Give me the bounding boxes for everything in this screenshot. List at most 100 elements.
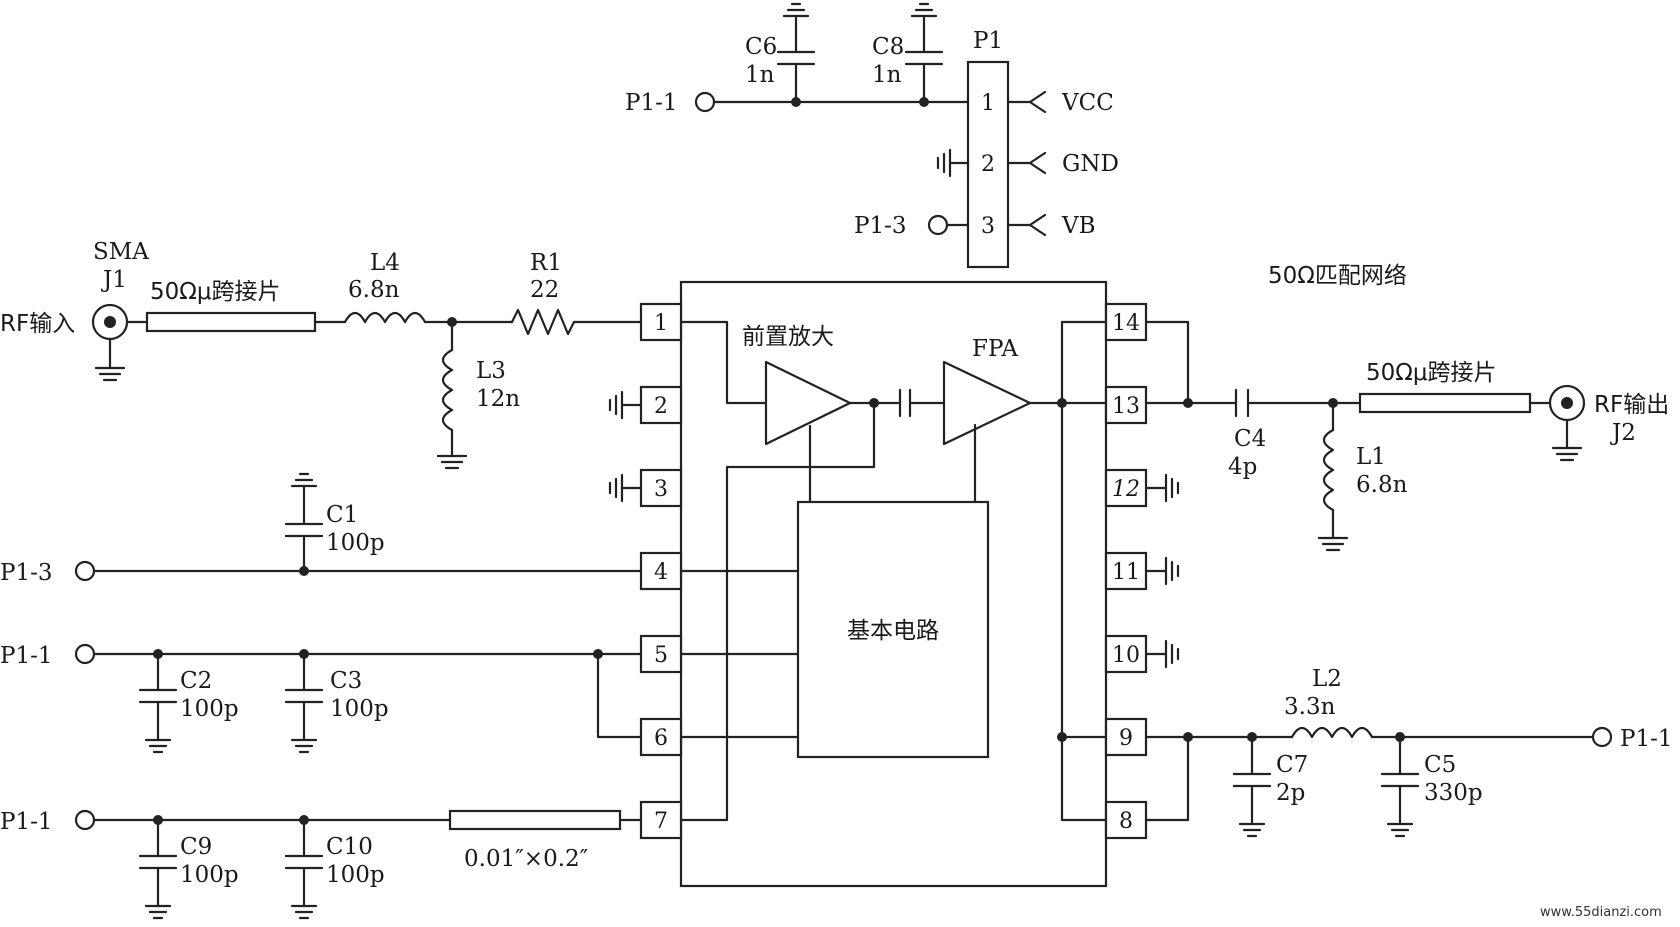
svg-text:13: 13 (1112, 394, 1140, 419)
connector-p1: P1 1 2 3 VCC GND VB P1-1 P1-3 P1-1 C6 1n (625, 2, 1119, 269)
pin7-supply: P1-1 0.01″×0.2″ C9 100p C10 100p (0, 809, 643, 920)
c2-label: C2 (180, 668, 212, 694)
strip-in-label: 50Ωμ跨接片 (150, 279, 280, 305)
resistor-r1 (510, 308, 576, 336)
l3-value: 12n (476, 386, 520, 412)
p1-3-left-label: P1-3 (0, 560, 53, 586)
ic-pin-1 (639, 302, 683, 342)
ground-icon (1144, 473, 1180, 503)
ground-icon (936, 148, 970, 178)
p1-1-left-a-label: P1-1 (0, 643, 53, 669)
c8-label: C8 (872, 34, 904, 60)
svg-text:11: 11 (1112, 560, 1140, 585)
capacitor-c4 (1234, 388, 1250, 418)
output-bias-network: L2 3.3n P1-1 C7 2p C5 330p (1144, 666, 1673, 838)
rf-input-label: RF输入 (0, 311, 75, 337)
matching-network-label: 50Ω匹配网络 (1268, 263, 1407, 289)
watermark: www.55dianzi.com (1540, 905, 1662, 920)
p1-1-top-label: P1-1 (625, 90, 678, 116)
svg-text:5: 5 (654, 643, 668, 668)
c4-value: 4p (1228, 454, 1257, 480)
basic-circuit-block (796, 500, 990, 759)
ic-pin-3 (639, 468, 683, 508)
c5-value: 330p (1424, 780, 1483, 806)
ground-icon (94, 337, 126, 382)
p1-1-right-label: P1-1 (1620, 726, 1673, 752)
vcc-label: VCC (1061, 90, 1114, 116)
l2-label: L2 (1312, 666, 1342, 692)
p1-body (966, 60, 1010, 269)
capacitor-c5 (1380, 735, 1420, 838)
c6-value: 1n (745, 62, 775, 88)
p1-1-left-b-label: P1-1 (0, 809, 53, 835)
basic-circuit-label: 基本电路 (847, 618, 939, 644)
ic-body: 1 2 3 4 5 6 7 14 13 12 11 10 9 8 基本电路 前置… (639, 280, 1148, 888)
inductor-l4 (343, 311, 427, 324)
microstrip-out (1358, 392, 1532, 414)
r1-value: 22 (530, 277, 559, 303)
svg-text:3: 3 (654, 477, 668, 502)
pin4-bias: P1-3 C1 100p (0, 472, 643, 586)
vcc-arrow-icon (1006, 90, 1047, 114)
microstrip-feed (448, 809, 622, 831)
preamp-label: 前置放大 (742, 324, 834, 350)
capacitor-c6 (776, 2, 816, 104)
capacitor-c1 (284, 472, 324, 573)
svg-text:14: 14 (1112, 311, 1140, 336)
inductor-l3 (436, 320, 468, 470)
r1-label: R1 (530, 250, 562, 276)
l4-value: 6.8n (348, 277, 400, 303)
j1-label: J1 (101, 267, 127, 293)
inductor-l1 (1317, 401, 1349, 552)
ground-icon (1144, 639, 1180, 669)
capacitor-c2 (138, 652, 178, 754)
c3-label: C3 (330, 668, 362, 694)
c10-label: C10 (326, 834, 373, 860)
l3-label: L3 (476, 358, 506, 384)
c8-value: 1n (872, 62, 902, 88)
c7-label: C7 (1276, 752, 1308, 778)
c9-value: 100p (180, 862, 239, 888)
svg-text:1: 1 (654, 311, 668, 336)
c10-value: 100p (326, 862, 385, 888)
l1-label: L1 (1356, 444, 1386, 470)
c1-label: C1 (326, 502, 358, 528)
svg-text:12: 12 (1112, 477, 1140, 502)
capacitor-c8 (904, 2, 944, 104)
terminal-p1-1-left-a (74, 643, 96, 665)
svg-text:10: 10 (1112, 643, 1140, 668)
vb-label: VB (1061, 213, 1096, 239)
terminal-p1-3-left (74, 560, 96, 582)
c5-label: C5 (1424, 752, 1456, 778)
p1-pin-2: 2 (981, 152, 995, 177)
svg-text:6: 6 (654, 726, 668, 751)
c6-label: C6 (745, 34, 777, 60)
ic-pin-11 (1104, 551, 1148, 591)
svg-text:7: 7 (654, 809, 668, 834)
terminal-p1-1-left-b (74, 809, 96, 831)
ic-pin-12 (1104, 468, 1148, 508)
terminal-p1-3-top (927, 214, 949, 236)
c3-value: 100p (330, 696, 389, 722)
l4-label: L4 (370, 250, 400, 276)
fpa-label: FPA (972, 336, 1018, 362)
inductor-l2 (1290, 726, 1374, 739)
capacitor-c10 (284, 818, 324, 920)
ic-pin-9 (1104, 717, 1148, 757)
c4-label: C4 (1234, 426, 1266, 452)
p1-pin-3: 3 (981, 214, 995, 239)
ic-pin-8 (1104, 800, 1148, 840)
microstrip-in (145, 311, 317, 333)
ground-icon (1144, 556, 1180, 586)
p1-label: P1 (973, 28, 1003, 54)
strip-dim-label: 0.01″×0.2″ (464, 846, 589, 872)
ic-pin-13 (1104, 385, 1148, 425)
vb-arrow-icon (1006, 213, 1047, 237)
rf-input-section: SMA J1 RF输入 50Ωμ跨接片 L4 6.8n R1 22 L3 12n (0, 239, 643, 470)
c9-label: C9 (180, 834, 212, 860)
strip-out-label: 50Ωμ跨接片 (1366, 360, 1496, 386)
p1-3-top-text: P1-3 (854, 213, 907, 239)
rf-output-section: 50Ω匹配网络 C4 4p L1 6.8n 50Ωμ跨接片 RF输出 J2 (1144, 263, 1669, 552)
p1-pin-1: 1 (981, 91, 995, 116)
